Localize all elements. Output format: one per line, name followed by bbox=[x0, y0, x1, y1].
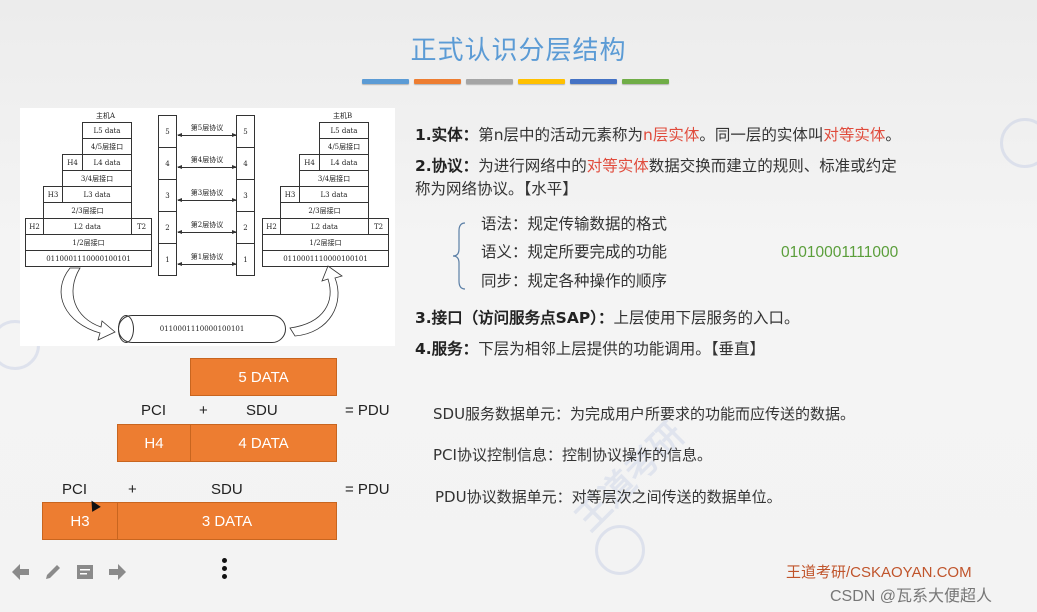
color-bar bbox=[362, 79, 409, 84]
data-block-4: 4 DATA bbox=[190, 424, 337, 462]
sdu-label: SDU bbox=[211, 481, 243, 498]
host-b-bits: 0110001110000100101 bbox=[262, 250, 389, 267]
layer-col-b-3: 3 bbox=[236, 179, 255, 212]
element-semantics: 语义：规定所要完成的功能 bbox=[481, 243, 668, 261]
protocol-arrow-3 bbox=[177, 198, 237, 202]
text: 。 bbox=[885, 126, 901, 144]
layer-col-a-1: 1 bbox=[158, 243, 177, 276]
protocol-label-1: 第1层协议 bbox=[190, 253, 224, 261]
point-interface-label: 3.接口（访问服务点SAP）： bbox=[415, 309, 614, 327]
data-block-5: 5 DATA bbox=[190, 358, 337, 396]
protocol-arrow-5 bbox=[177, 133, 237, 137]
point-entity-label: 1.实体： bbox=[415, 126, 479, 144]
definition-sdu: SDU服务数据单元：为完成用户所要求的功能而应传送的数据。 bbox=[433, 405, 856, 423]
next-arrow-icon[interactable] bbox=[106, 561, 128, 583]
plus-sign: + bbox=[128, 481, 137, 498]
definition-pci: PCI协议控制信息：控制协议操作的信息。 bbox=[433, 446, 712, 464]
color-bar bbox=[518, 79, 565, 84]
pipe-end bbox=[118, 315, 134, 343]
pci-label: PCI bbox=[141, 402, 167, 419]
layer-col-b-1: 1 bbox=[236, 243, 255, 276]
brand-text: 王道考研/CSKAOYAN.COM bbox=[786, 564, 972, 581]
color-bar bbox=[414, 79, 461, 84]
color-bar bbox=[570, 79, 617, 84]
curved-arrow-icon bbox=[60, 265, 343, 341]
protocol-label-3: 第3层协议 bbox=[190, 189, 224, 197]
text: 上层使用下层服务的入口。 bbox=[613, 309, 800, 327]
more-vertical-icon[interactable] bbox=[218, 556, 230, 584]
slide-title: 正式认识分层结构 bbox=[410, 36, 627, 66]
protocol-arrow-4 bbox=[177, 165, 237, 169]
element-timing: 同步：规定各种操作的顺序 bbox=[481, 272, 668, 290]
example-bits: 01010001111000 bbox=[781, 244, 899, 261]
element-syntax: 语法：规定传输数据的格式 bbox=[481, 215, 668, 233]
text: 数据交换而建立的规则、标准或约定 bbox=[648, 157, 897, 175]
protocol-label-2: 第2层协议 bbox=[190, 221, 224, 229]
pdu-label: = PDU bbox=[345, 481, 390, 498]
pen-icon[interactable] bbox=[42, 561, 64, 583]
header-block-h4: H4 bbox=[117, 424, 191, 462]
csdn-watermark: CSDN @瓦系大便超人 bbox=[830, 588, 993, 605]
point-protocol: 2.协议：为进行网络中的对等实体数据交换而建立的规则、标准或约定 bbox=[415, 157, 897, 176]
text: 下层为相邻上层提供的功能调用。【垂直】 bbox=[478, 340, 765, 358]
point-protocol-line2: 称为网络协议。【水平】 bbox=[415, 180, 578, 198]
highlight: 对等实体 bbox=[823, 126, 886, 144]
color-bar bbox=[622, 79, 669, 84]
pci-label: PCI bbox=[62, 481, 88, 498]
layer-col-a-5: 5 bbox=[158, 115, 177, 148]
sdu-label: SDU bbox=[246, 402, 278, 419]
text: 。同一层的实体叫 bbox=[699, 126, 824, 144]
host-b-label: 主机B bbox=[333, 112, 353, 120]
highlight: n层实体 bbox=[643, 126, 700, 144]
highlight: 对等实体 bbox=[586, 157, 649, 175]
layer-diagram: 主机A L5 data 4/5层接口 H4 L4 data 3/4层接口 H3 … bbox=[20, 108, 395, 346]
brace-icon bbox=[453, 222, 465, 290]
point-protocol-label: 2.协议： bbox=[415, 157, 479, 175]
watermark: 王道考研 bbox=[568, 414, 693, 540]
notes-icon[interactable] bbox=[74, 561, 96, 583]
point-service: 4.服务：下层为相邻上层提供的功能调用。【垂直】 bbox=[415, 340, 765, 359]
point-service-label: 4.服务： bbox=[415, 340, 479, 358]
transmission-medium: 0110001110000100101 bbox=[118, 315, 286, 343]
protocol-label-5: 第5层协议 bbox=[190, 124, 224, 132]
protocol-arrow-2 bbox=[177, 230, 237, 234]
definition-pdu: PDU协议数据单元：对等层次之间传送的数据单位。 bbox=[435, 488, 782, 506]
text: 为进行网络中的 bbox=[478, 157, 587, 175]
color-bar bbox=[466, 79, 513, 84]
protocol-label-4: 第4层协议 bbox=[190, 156, 224, 164]
watermark-seal bbox=[595, 525, 645, 575]
data-block-3: 3 DATA bbox=[117, 502, 337, 540]
slide-toolbar bbox=[10, 561, 128, 583]
header-block-h3: H3 bbox=[42, 502, 118, 540]
prev-arrow-icon[interactable] bbox=[10, 561, 32, 583]
text: 第n层中的活动元素称为 bbox=[478, 126, 644, 144]
point-interface: 3.接口（访问服务点SAP）：上层使用下层服务的入口。 bbox=[415, 309, 799, 328]
point-entity: 1.实体：第n层中的活动元素称为n层实体。同一层的实体叫对等实体。 bbox=[415, 126, 901, 145]
host-a-bits: 0110001110000100101 bbox=[25, 250, 152, 267]
host-a-label: 主机A bbox=[96, 112, 116, 120]
color-bars bbox=[362, 79, 669, 84]
watermark-seal bbox=[1000, 118, 1037, 168]
plus-sign: + bbox=[199, 402, 208, 419]
protocol-arrow-1 bbox=[177, 262, 237, 266]
pdu-label: = PDU bbox=[345, 402, 390, 419]
